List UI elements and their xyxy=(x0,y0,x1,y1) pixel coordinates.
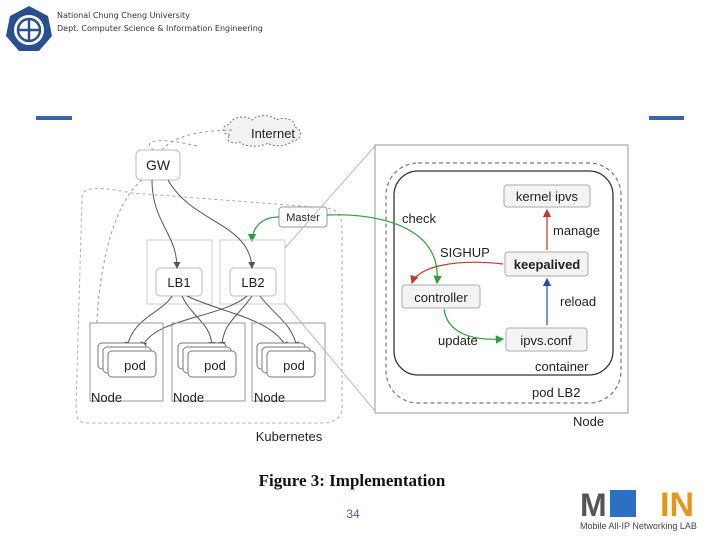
keepalived-box xyxy=(504,251,589,277)
pod-label: pod xyxy=(283,358,305,373)
pod-label: pod xyxy=(204,358,226,373)
sighup-label: SIGHUP xyxy=(440,245,490,260)
detail-node-label: Node xyxy=(573,414,604,429)
lb2-label: LB2 xyxy=(241,275,264,290)
gw-label: GW xyxy=(146,157,171,173)
accent-bar-right xyxy=(649,116,684,120)
node-label: Node xyxy=(91,390,122,405)
department-name: Dept. Computer Science & Information Eng… xyxy=(57,24,263,33)
ipvs-conf-label: ipvs.conf xyxy=(520,333,572,348)
kubernetes-region xyxy=(75,187,343,424)
university-seal-icon xyxy=(6,6,52,51)
lab-logo: M IN Mobile All-IP Networking LAB xyxy=(580,486,697,531)
container-region xyxy=(393,170,614,376)
lab-logo-letters-right: IN xyxy=(660,486,694,524)
lab-logo-letters-left: M xyxy=(580,487,607,523)
container-label: container xyxy=(535,359,589,374)
check-label: check xyxy=(402,211,436,226)
kernel-ipvs-box xyxy=(503,184,591,208)
reload-label: reload xyxy=(560,294,596,309)
node-2: pod Node xyxy=(171,322,246,405)
node-label: Node xyxy=(173,390,204,405)
internet-label: Internet xyxy=(251,126,295,141)
internet-cloud: Internet xyxy=(222,115,301,147)
header: National Chung Cheng University Dept. Co… xyxy=(57,9,263,35)
kubernetes-label: Kubernetes xyxy=(256,429,323,444)
implementation-diagram: Internet GW Kubernetes Master LB1 LB2 po… xyxy=(75,115,629,444)
keepalived-label: keepalived xyxy=(514,257,581,272)
lb1-label: LB1 xyxy=(167,275,190,290)
node-1: pod Node xyxy=(89,322,164,405)
kernel-ipvs-label: kernel ipvs xyxy=(516,189,579,204)
node-3: pod Node xyxy=(251,322,326,405)
pod-lb2-label: pod LB2 xyxy=(532,385,580,400)
controller-label: controller xyxy=(414,290,468,305)
accent-bar-left xyxy=(36,116,72,120)
node-label: Node xyxy=(254,390,285,405)
pod-label: pod xyxy=(124,358,146,373)
master-label: Master xyxy=(286,212,320,224)
manage-label: manage xyxy=(553,223,600,238)
page-number: 34 xyxy=(346,507,360,521)
pod-box xyxy=(107,350,157,378)
gw-box xyxy=(135,149,181,181)
figure-caption: Figure 3: Implementation xyxy=(258,471,446,490)
lab-name: Mobile All-IP Networking LAB xyxy=(580,521,697,531)
university-name: National Chung Cheng University xyxy=(57,11,190,20)
controller-box xyxy=(401,284,481,309)
pod-box xyxy=(187,350,237,378)
pod-lb2-region xyxy=(385,162,622,404)
pod-box xyxy=(266,350,316,378)
ipvs-conf-box xyxy=(505,327,588,352)
update-label: update xyxy=(438,333,478,348)
